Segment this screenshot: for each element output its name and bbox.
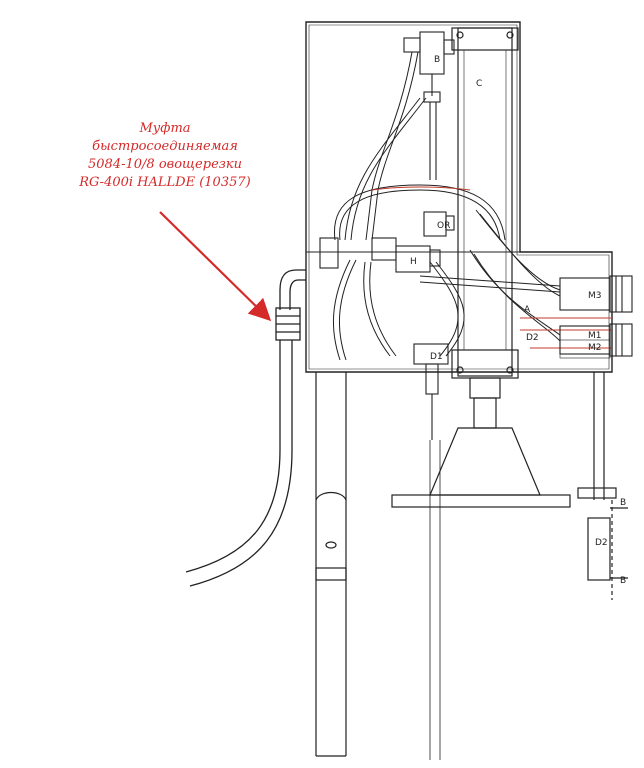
housing-inner-outline <box>308 24 610 370</box>
cylinder-bottom-cap <box>451 349 519 379</box>
cylinder-top-cap <box>451 27 519 51</box>
pointer-arrow <box>159 211 272 322</box>
label-m1: M1 <box>588 331 602 341</box>
housing-outline <box>305 21 613 373</box>
label-c: C <box>476 79 482 89</box>
annotation-line-2: быстросоединяемая <box>92 139 238 154</box>
label-m3: M3 <box>588 291 602 301</box>
label-or: OR <box>437 221 450 231</box>
component-d1 <box>413 343 449 440</box>
motor-m2-body <box>559 339 611 359</box>
component-or <box>423 211 455 237</box>
right-leg <box>577 372 628 600</box>
annotation-line-1: Муфта <box>139 121 191 136</box>
housing <box>305 21 613 373</box>
label-d1: D1 <box>430 352 443 362</box>
tubing <box>333 51 561 361</box>
label-d2-side: D2 <box>595 538 608 548</box>
valve-b-body <box>419 31 445 75</box>
label-d2-right: D2 <box>526 333 539 343</box>
center-base <box>391 377 571 760</box>
accent-tubes <box>371 186 612 349</box>
annotation-line-4: RG-400i HALLDE (10357) <box>79 175 251 190</box>
label-b-side-bottom: B <box>620 576 626 586</box>
valve-b <box>403 31 455 180</box>
label-b-top: B <box>434 55 440 65</box>
label-h: H <box>410 257 417 267</box>
component-h <box>319 237 441 273</box>
annotation-line-3: 5084-10/8 овощерезки <box>88 157 242 172</box>
label-b-side-top: B <box>620 498 626 508</box>
motors <box>559 275 633 359</box>
cylinder-c <box>451 27 519 379</box>
label-m2: M2 <box>588 343 602 353</box>
label-a: A <box>524 305 531 315</box>
motor-m3-body <box>559 277 611 311</box>
coupling-annotation: Муфта быстросоединяемая 5084-10/8 овощер… <box>40 120 290 192</box>
left-leg <box>315 372 347 757</box>
quick-coupling <box>185 269 306 587</box>
